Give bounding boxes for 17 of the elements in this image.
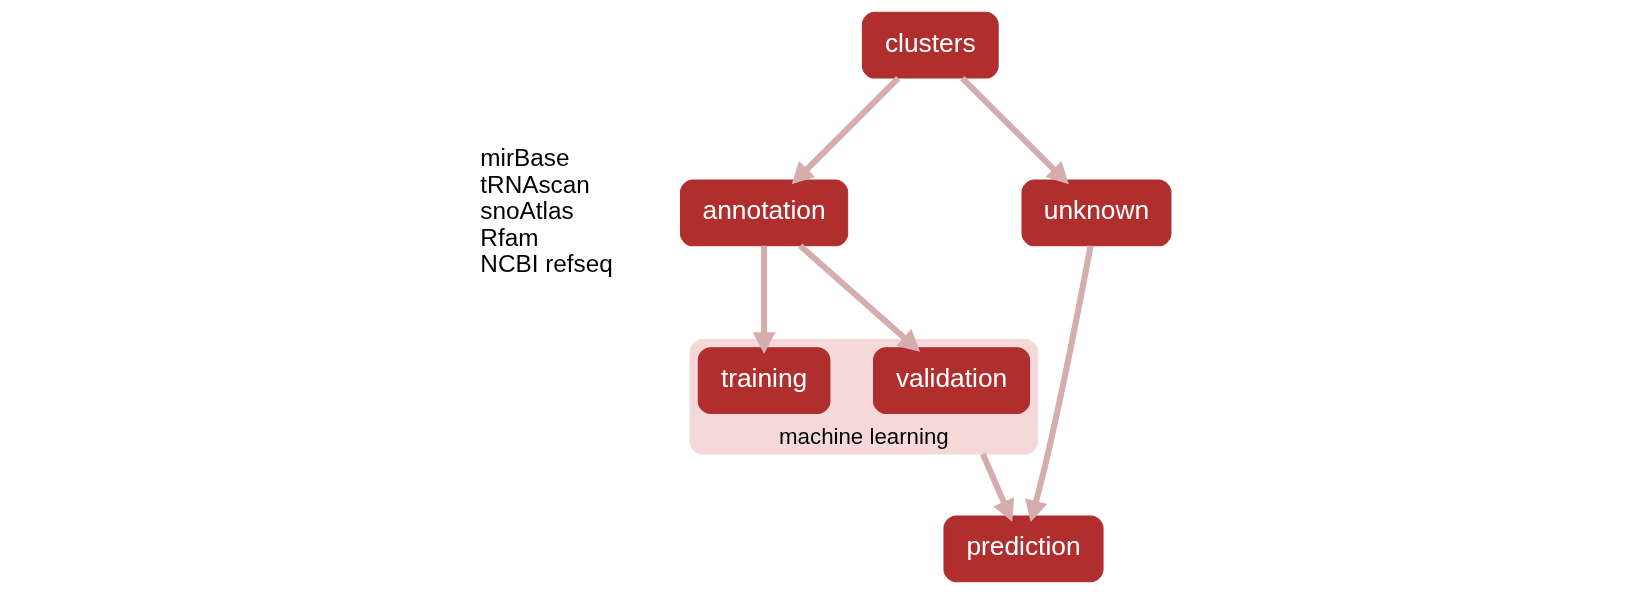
node-box: validation [873,347,1031,415]
node-box: clusters [861,11,999,79]
label: tRNAscan [480,170,590,198]
arrow [752,245,776,354]
arrow [798,243,921,352]
node-box: prediction [943,515,1104,583]
label: snoAtlas [480,197,574,225]
arrow [960,76,1069,185]
label: NCBI refseq [480,249,613,277]
node-box: annotation [679,179,849,247]
arrow [980,452,1015,522]
node-box: training [697,347,831,415]
label: mirBase [480,144,570,172]
arrow [1025,245,1094,523]
node-box: unknown [1021,179,1172,247]
arrow [791,76,901,185]
label: Rfam [480,223,539,251]
